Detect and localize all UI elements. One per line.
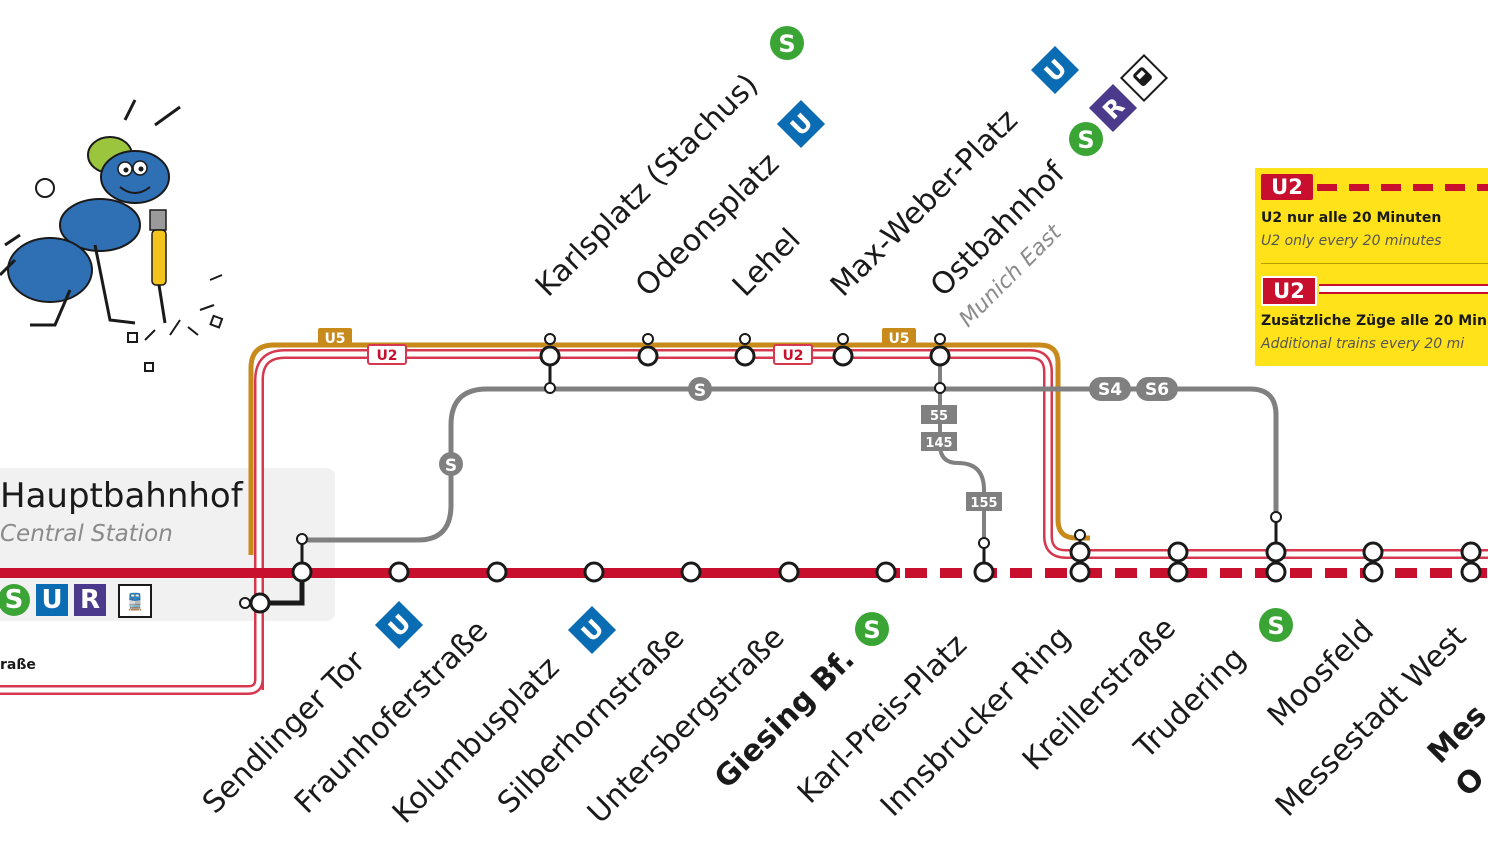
hauptbahnhof-subtitle: Central Station bbox=[0, 521, 173, 547]
legend-solid-en: Additional trains every 20 mi bbox=[1261, 336, 1465, 352]
legend-solid-line bbox=[1319, 284, 1488, 294]
svg-text:U5: U5 bbox=[888, 331, 909, 347]
legend-dashed-de: U2 nur alle 20 Minuten bbox=[1261, 210, 1442, 226]
bus-55-badge: 55 bbox=[921, 405, 957, 424]
u2-badge-left: U2 bbox=[367, 344, 407, 365]
legend-dashed-en: U2 only every 20 minutes bbox=[1261, 233, 1442, 249]
station-node bbox=[637, 345, 659, 367]
mascot-ant-icon bbox=[0, 99, 224, 372]
legend-u2-dashed-badge: U2 bbox=[1261, 174, 1313, 200]
s-bahn-icon: S bbox=[770, 26, 804, 60]
station-node bbox=[832, 345, 854, 367]
svg-text:S: S bbox=[863, 616, 880, 644]
station-label-karl-preis-platz: Karl-Preis-Platz bbox=[791, 628, 974, 811]
svg-text:145: 145 bbox=[925, 436, 952, 451]
service-legend: U2 U2 nur alle 20 Minuten U2 only every … bbox=[1255, 168, 1488, 366]
u-bahn-icon: U bbox=[374, 600, 424, 650]
s6-badge: S6 bbox=[1136, 377, 1178, 401]
bus-155-badge: 155 bbox=[966, 492, 1002, 511]
station-label-sendlinger-tor: Sendlinger Tor bbox=[196, 644, 373, 821]
legend-dashed-line bbox=[1317, 184, 1488, 191]
s4-badge: S4 bbox=[1089, 377, 1131, 401]
svg-text:155: 155 bbox=[970, 496, 997, 511]
s-bahn-icon: S bbox=[1069, 122, 1103, 156]
hauptbahnhof-name: Hauptbahnhof bbox=[0, 476, 243, 516]
s-bahn-icon: S bbox=[1259, 608, 1293, 642]
u2-badge-mid: U2 bbox=[773, 344, 813, 365]
u5-badge-right: U5 bbox=[882, 328, 916, 347]
svg-text:S: S bbox=[694, 381, 706, 401]
s-bahn-icon: S bbox=[0, 584, 30, 616]
bus-145-badge: 145 bbox=[921, 432, 957, 451]
svg-text:S: S bbox=[1267, 612, 1284, 640]
train-icon: 🚆 bbox=[118, 584, 152, 618]
u-bahn-icon: U bbox=[36, 584, 68, 616]
train-icon bbox=[1119, 53, 1169, 103]
s-bahn-line bbox=[302, 386, 1279, 543]
u-bahn-icon: U bbox=[776, 99, 826, 149]
svg-text:S6: S6 bbox=[1145, 380, 1169, 400]
svg-text:U5: U5 bbox=[324, 331, 345, 347]
hauptbahnhof-street-fragment: raße bbox=[0, 657, 36, 673]
svg-text:S: S bbox=[778, 30, 795, 58]
station-label-lehel: Lehel bbox=[726, 222, 808, 304]
s-badge-left: S bbox=[439, 452, 463, 476]
bus-route-line bbox=[938, 360, 986, 543]
s-badge-top: S bbox=[688, 377, 712, 401]
svg-text:U2: U2 bbox=[782, 348, 803, 364]
u-bahn-icon: U bbox=[1030, 45, 1080, 95]
u5-badge-left: U5 bbox=[318, 328, 352, 347]
regional-train-icon: R bbox=[74, 584, 106, 616]
svg-text:U2: U2 bbox=[376, 348, 397, 364]
u5-line bbox=[248, 342, 1090, 555]
regional-train-icon: R bbox=[1088, 83, 1138, 133]
station-node bbox=[734, 345, 756, 367]
station-node bbox=[929, 345, 951, 367]
svg-text:55: 55 bbox=[930, 409, 948, 424]
svg-text:S4: S4 bbox=[1098, 380, 1122, 400]
svg-text:S: S bbox=[1077, 126, 1094, 154]
legend-u2-solid-badge: U2 bbox=[1261, 276, 1317, 306]
station-label-messestadt-ost-partial: Mes bbox=[1421, 698, 1488, 771]
svg-text:S: S bbox=[445, 456, 457, 476]
legend-solid-de: Zusätzliche Züge alle 20 Min bbox=[1261, 313, 1487, 329]
station-node bbox=[539, 345, 561, 367]
s-bahn-icon: S bbox=[855, 612, 889, 646]
station-label-messestadt-ost-partial-2: O bbox=[1449, 761, 1488, 804]
legend-divider bbox=[1261, 263, 1488, 264]
u-bahn-icon: U bbox=[567, 605, 617, 655]
station-label-messestadt-west: Messestadt West bbox=[1269, 619, 1473, 823]
